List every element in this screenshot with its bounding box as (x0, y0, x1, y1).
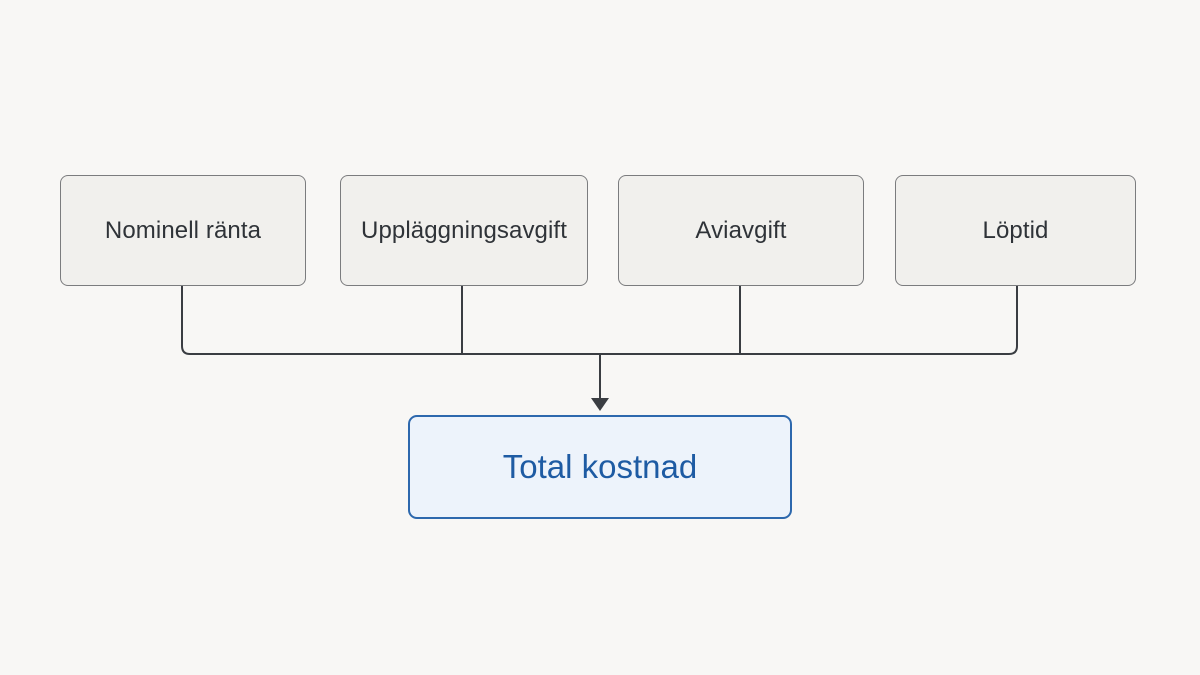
factor-box-aviavgift: Aviavgift (618, 175, 864, 286)
factor-box-nominell-ranta: Nominell ränta (60, 175, 306, 286)
factor-label: Aviavgift (695, 216, 787, 244)
result-box-total-kostnad: Total kostnad (408, 415, 792, 519)
factor-box-loptid: Löptid (895, 175, 1136, 286)
factor-label: Nominell ränta (104, 216, 262, 244)
arrowhead-icon (591, 398, 609, 411)
factor-label: Uppläggningsavgift (361, 216, 567, 244)
factor-label: Löptid (982, 216, 1049, 244)
connector-nominell-ranta (181, 285, 462, 355)
factor-box-upplaggningsavgift: Uppläggningsavgift (340, 175, 588, 286)
result-label: Total kostnad (502, 448, 698, 485)
connector-loptid (740, 285, 1018, 355)
